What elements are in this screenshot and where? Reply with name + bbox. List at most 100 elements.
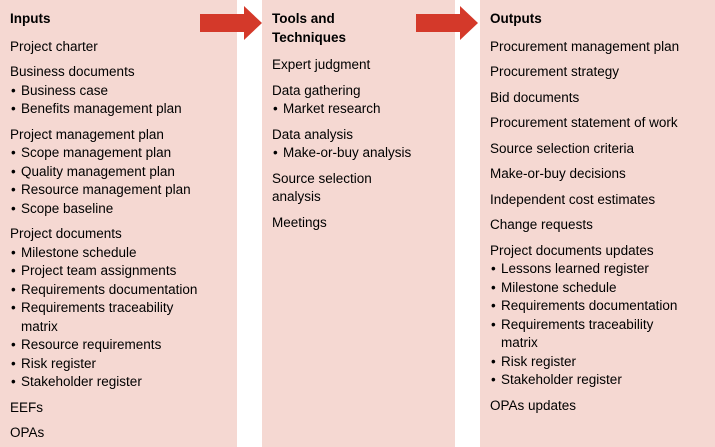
bullet-item: • Benefits management plan (10, 100, 228, 119)
item-label: Project documents (10, 226, 122, 241)
item-label: Expert judgment (272, 57, 371, 72)
item-label: OPAs (10, 425, 45, 440)
bullet-icon: • (11, 163, 16, 179)
bullet-item: • Scope management plan (10, 144, 228, 163)
bullet-item-label: Milestone schedule (501, 279, 617, 295)
bullet-item-label: Resource requirements (21, 337, 162, 352)
group-outputs: Procurement statement of work (490, 114, 706, 133)
bullet-item-label: Requirements documentation (501, 298, 678, 313)
bullet-icon: • (273, 145, 278, 160)
bullet-item: • Milestone schedule (490, 279, 706, 298)
group-inputs: Project documents • Milestone schedule • Pro… (10, 225, 228, 392)
item-label: Source selection analysis (272, 170, 372, 205)
bullet-item: • Requirements traceability matrix (10, 299, 228, 336)
outputs-title: Outputs (490, 11, 542, 26)
bullet-item: • Requirements documentation (490, 297, 706, 316)
bullet-icon: • (11, 374, 16, 389)
bullet-item: • Risk register (10, 355, 228, 374)
bullet-icon: • (11, 82, 16, 98)
item-label: Project management plan (10, 126, 164, 142)
item-label: Business documents (10, 64, 135, 79)
bullet-item: • Requirements documentation (10, 281, 228, 300)
bullet-icon: • (491, 316, 496, 332)
item-label: Bid documents (490, 89, 580, 105)
group-outputs: Procurement management plan (490, 38, 706, 57)
bullet-icon: • (11, 101, 16, 116)
item-label: Project charter (10, 38, 98, 54)
item-label: Procurement strategy (490, 64, 620, 79)
group-tools-and-techniques: Source selection analysis (272, 170, 446, 207)
bullet-item-label: Stakeholder register (501, 372, 622, 387)
group-inputs: OPAs (10, 424, 228, 443)
bullet-icon: • (11, 355, 16, 371)
bullet-item: • Milestone schedule (10, 244, 228, 263)
bullet-item: • Quality management plan (10, 163, 228, 182)
bullet-item: • Resource management plan (10, 181, 228, 200)
bullet-item: • Risk register (490, 353, 706, 372)
bullet-item-label: Requirements traceability matrix (21, 300, 174, 334)
bullet-icon: • (491, 261, 496, 276)
bullet-item-label: Market research (283, 101, 381, 116)
group-outputs: Change requests (490, 216, 706, 235)
item-label: Independent cost estimates (490, 191, 656, 207)
bullet-item-label: Milestone schedule (21, 244, 137, 260)
item-label: Meetings (272, 214, 327, 230)
arrow-right-icon-2 (416, 6, 478, 40)
bullet-icon: • (11, 182, 16, 197)
bullet-item: • Stakeholder register (10, 373, 228, 392)
bullet-item: • Market research (272, 100, 446, 119)
bullet-icon: • (11, 200, 16, 216)
bullet-icon: • (11, 337, 16, 352)
bullet-icon: • (273, 101, 278, 116)
bullet-item-label: Lessons learned register (501, 261, 649, 276)
item-label: Data gathering (272, 82, 361, 98)
bullet-item-label: Project team assignments (21, 263, 177, 278)
bullet-item: •Make-or-buy analysis (272, 144, 446, 163)
group-tools-and-techniques: Data gathering • Market research (272, 82, 446, 119)
bullet-item: • Requirements traceability matrix (490, 316, 706, 353)
item-label: OPAs updates (490, 397, 577, 413)
bullet-item-label: Risk register (501, 353, 577, 369)
bullet-item: •Business case (10, 82, 228, 101)
group-outputs: Project documents updates•Lessons learne… (490, 242, 706, 390)
item-label: Data analysis (272, 126, 354, 142)
bullet-icon: • (11, 145, 16, 160)
item-label: Change requests (490, 217, 593, 232)
item-label: Source selection criteria (490, 140, 635, 156)
group-tools-and-techniques: Data analysis •Make-or-buy analysis (272, 126, 446, 163)
group-inputs: EEFs (10, 399, 228, 418)
bullet-item-label: Stakeholder register (21, 374, 142, 389)
group-inputs: Project management plan • Scope management… (10, 126, 228, 219)
bullet-item: • Project team assignments (10, 262, 228, 281)
group-outputs: Source selection criteria (490, 140, 706, 159)
bullet-icon: • (11, 244, 16, 260)
bullet-item-label: Benefits management plan (21, 101, 182, 116)
group-outputs: Independent cost estimates (490, 191, 706, 210)
group-outputs: Procurement strategy (490, 63, 706, 82)
group-inputs: Project charter (10, 38, 228, 57)
item-label: Procurement statement of work (490, 115, 678, 130)
item-label: Make-or-buy decisions (490, 166, 626, 181)
inputs-title: Inputs (10, 11, 51, 26)
bullet-item-label: Requirements documentation (21, 281, 198, 297)
bullet-icon: • (11, 263, 16, 278)
bullet-icon: • (11, 300, 16, 315)
bullet-item-label: Requirements traceability matrix (501, 316, 654, 351)
bullet-item: • Lessons learned register (490, 260, 706, 279)
bullet-item-label: Resource management plan (21, 182, 191, 197)
bullet-icon: • (491, 298, 496, 313)
tools-and-techniques-title: Tools and Techniques (272, 11, 347, 45)
bullet-icon: • (491, 279, 496, 295)
item-label: Procurement management plan (490, 38, 680, 54)
bullet-icon: • (11, 281, 16, 297)
bullet-item-label: Quality management plan (21, 163, 175, 179)
bullet-icon: • (491, 353, 496, 369)
bullet-item-label: Risk register (21, 355, 97, 371)
group-outputs: Make-or-buy decisions (490, 165, 706, 184)
bullet-item-label: Scope management plan (21, 145, 172, 160)
arrow-right-icon-1 (200, 6, 262, 40)
